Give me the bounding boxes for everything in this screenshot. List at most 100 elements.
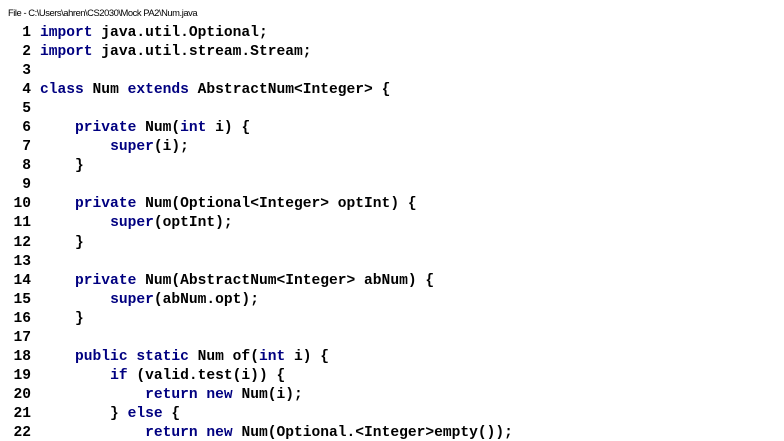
line-number: 15 [13, 291, 31, 308]
code-token: Num(AbstractNum<Integer> abNum) { [136, 272, 435, 289]
code-token [40, 425, 145, 441]
code-text: } else { [40, 406, 180, 422]
code-text: super(optInt); [40, 215, 233, 231]
code-token: } [40, 405, 128, 422]
code-token: i) { [206, 120, 251, 137]
code-line: 2 import java.util.stream.Stream; [0, 43, 513, 62]
code-text: super(abNum.opt); [40, 292, 259, 308]
line-number: 21 [13, 405, 31, 422]
line-number: 17 [13, 329, 31, 346]
code-line: 14 private Num(AbstractNum<Integer> abNu… [0, 272, 513, 291]
keyword-token: super [110, 291, 154, 308]
line-number: 12 [13, 234, 31, 251]
code-text: private Num(Optional<Integer> optInt) { [40, 196, 417, 212]
line-number: 22 [13, 424, 31, 441]
code-token: Num( [136, 120, 181, 137]
code-token [40, 387, 145, 403]
code-text: import java.util.stream.Stream; [40, 44, 312, 60]
line-number: 16 [13, 310, 31, 327]
line-number: 7 [22, 139, 31, 156]
code-token [40, 273, 75, 289]
code-token: Num [83, 82, 128, 99]
line-number: 14 [13, 272, 31, 289]
file-path-header: File - C:\Users\ahren\CS2030\Mock PA2\Nu… [8, 7, 198, 18]
code-token: { [162, 405, 181, 422]
code-text: super(i); [40, 139, 189, 155]
keyword-token: return [145, 386, 198, 403]
code-text: } [40, 158, 84, 174]
code-line: 11 super(optInt); [0, 214, 513, 233]
line-number: 2 [22, 44, 31, 61]
code-token: } [40, 158, 84, 175]
keyword-token: new [206, 424, 233, 441]
code-token: (optInt); [153, 215, 233, 232]
code-token: (valid.test(i)) { [127, 367, 286, 384]
code-token [40, 215, 110, 231]
keyword-token: class [40, 82, 84, 99]
code-text: return new Num(i); [40, 387, 303, 403]
code-line: 7 super(i); [0, 138, 513, 157]
keyword-token: private [75, 196, 137, 213]
line-number: 6 [22, 120, 31, 137]
code-token: Num of( [188, 348, 259, 365]
code-text: return new Num(Optional.<Integer>empty()… [40, 425, 513, 441]
code-token: (i); [153, 139, 189, 156]
keyword-token: new [206, 386, 233, 403]
code-text: private Num(AbstractNum<Integer> abNum) … [40, 273, 434, 289]
code-line: 19 if (valid.test(i)) { [0, 367, 513, 386]
code-text: public static Num of(int i) { [40, 349, 329, 365]
code-text: class Num extends AbstractNum<Integer> { [40, 82, 390, 98]
code-line: 10 private Num(Optional<Integer> optInt)… [0, 195, 513, 214]
code-line: 22 return new Num(Optional.<Integer>empt… [0, 424, 513, 441]
code-line: 20 return new Num(i); [0, 386, 513, 405]
code-line: 13 [0, 253, 513, 272]
keyword-token: private [75, 120, 137, 137]
code-token: AbstractNum<Integer> { [188, 82, 391, 99]
keyword-token: super [110, 215, 154, 232]
code-text: if (valid.test(i)) { [40, 368, 285, 384]
line-number: 3 [22, 63, 31, 80]
keyword-token: import [40, 44, 93, 61]
code-token [40, 139, 110, 155]
line-number: 9 [22, 177, 31, 194]
code-line: 21 } else { [0, 405, 513, 424]
code-text: import java.util.Optional; [40, 25, 268, 41]
code-line: 17 [0, 329, 513, 348]
code-text: } [40, 235, 84, 251]
line-number: 1 [22, 25, 31, 41]
keyword-token: int [180, 120, 207, 137]
keyword-token: import [40, 25, 93, 41]
code-line: 9 [0, 176, 513, 195]
code-token [40, 349, 75, 365]
code-token [40, 120, 75, 136]
line-number: 4 [22, 82, 31, 99]
line-number: 19 [13, 367, 31, 384]
code-token [40, 368, 110, 384]
keyword-token: else [127, 405, 163, 422]
code-text: private Num(int i) { [40, 120, 250, 136]
keyword-token: extends [127, 82, 189, 99]
code-line: 3 [0, 62, 513, 81]
keyword-token: super [110, 139, 154, 156]
code-line: 1 import java.util.Optional; [0, 24, 513, 43]
line-number: 10 [13, 196, 31, 213]
code-line: 4 class Num extends AbstractNum<Integer> … [0, 81, 513, 100]
code-token: Num(Optional<Integer> optInt) { [136, 196, 417, 213]
code-line: 5 [0, 100, 513, 119]
code-token: } [40, 234, 84, 251]
code-token: } [40, 310, 84, 327]
line-number: 8 [22, 158, 31, 175]
code-line: 15 super(abNum.opt); [0, 291, 513, 310]
code-line: 18 public static Num of(int i) { [0, 348, 513, 367]
code-token: (abNum.opt); [153, 291, 259, 308]
code-token: java.util.Optional; [92, 25, 268, 41]
code-token [40, 196, 75, 212]
code-token: i) { [285, 348, 330, 365]
keyword-token: static [136, 348, 189, 365]
line-number: 20 [13, 386, 31, 403]
line-number: 13 [13, 253, 31, 270]
keyword-token: return [145, 424, 198, 441]
code-line: 8 } [0, 157, 513, 176]
code-text: } [40, 311, 84, 327]
